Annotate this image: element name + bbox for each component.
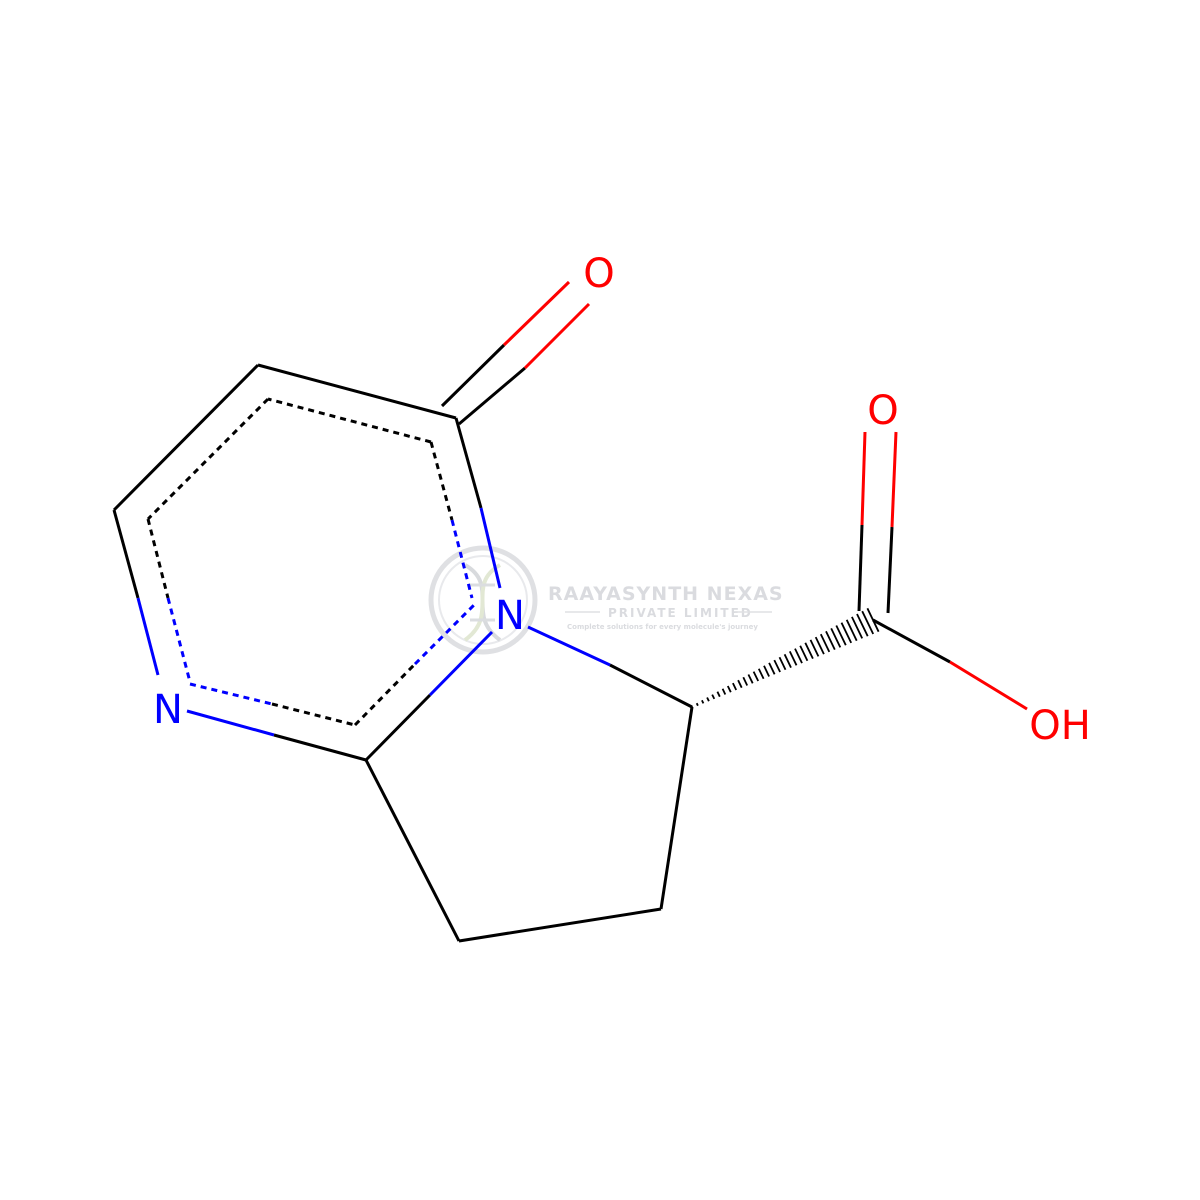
bond-aromatic-inner-4b — [271, 702, 356, 727]
bond-ring-c1-c2 — [257, 363, 457, 420]
bond-cc-c4 — [364, 759, 461, 942]
hashed-wedge-stroke — [809, 639, 820, 657]
atom-label-ring-nitrogen: N — [153, 687, 183, 733]
hashed-wedge-stroke — [721, 688, 727, 695]
bond-aromatic-inner-6a — [429, 441, 454, 521]
hashed-wedge-stroke — [840, 622, 853, 644]
bond-ring-c1-nbridge-b — [479, 507, 502, 589]
hashed-wedge-stroke — [845, 619, 858, 642]
bond-nbridge-ca-a — [527, 625, 611, 667]
hashed-wedge-stroke — [861, 610, 875, 635]
bond-ring-n-c4-b — [273, 733, 367, 762]
bond-aromatic-inner-3b — [166, 597, 192, 683]
hashed-wedge-stroke — [825, 630, 836, 650]
hashed-wedge-stroke — [752, 671, 760, 682]
hashed-wedge-stroke — [866, 607, 880, 633]
hashed-wedge-stroke — [819, 633, 831, 653]
watermark-tagline: Complete solutions for every molecule's … — [567, 623, 758, 631]
bond-ring-c3-n — [112, 509, 140, 599]
hashed-wedge-stroke — [768, 662, 776, 675]
hashed-wedge-stroke — [701, 699, 705, 704]
bond-ketone-2a — [458, 366, 526, 426]
bond-nbridge-ca-b — [609, 663, 693, 709]
atom-label-acid-carbonyl-oxygen: O — [867, 388, 898, 434]
watermark-subtitle: PRIVATE LIMITED — [608, 606, 753, 620]
bond-aromatic-inner-6b — [450, 519, 474, 599]
bond-ring-c2-c3 — [112, 363, 260, 512]
bond-acid-co-1a — [857, 524, 864, 612]
hashed-wedge-stroke — [804, 642, 814, 659]
hashed-wedge-stroke — [747, 674, 754, 684]
hashed-wedge-stroke — [757, 668, 765, 680]
atom-labels: O O OH N N — [153, 251, 1091, 749]
atom-label-hydroxyl: OH — [1029, 703, 1091, 749]
watermark: RAAYASYNTH NEXAS PRIVATE LIMITED Complet… — [428, 545, 784, 655]
bond-aromatic-inner-3a — [146, 518, 170, 599]
bond-aromatic-inner-4a — [189, 682, 273, 706]
watermark-company: RAAYASYNTH NEXAS — [548, 583, 784, 605]
hashed-wedge-stroke — [695, 702, 699, 707]
bond-ring-c1-nbridge-a — [454, 417, 483, 509]
bond-ketone-2b — [523, 302, 591, 370]
bond-acid-c-oh-b — [949, 660, 1028, 711]
hashed-wedge-stroke — [742, 676, 749, 686]
hashed-wedge-stroke — [690, 705, 694, 709]
bonds — [112, 280, 1028, 943]
bond-ring-c4-nbridge-a — [364, 693, 432, 762]
bond-stereo-hashed-wedge — [690, 607, 880, 709]
bond-aromatic-inner-5b — [413, 602, 477, 666]
hashed-wedge-stroke — [732, 682, 738, 691]
bond-ring-c4-nbridge-b — [428, 630, 494, 697]
bond-ring-c3-n-b — [136, 597, 160, 676]
hashed-wedge-stroke — [835, 625, 847, 646]
atom-label-ketone-oxygen: O — [583, 251, 614, 297]
bond-ketone-1a — [440, 343, 506, 408]
bond-cb-cc — [458, 907, 662, 943]
hashed-wedge-stroke — [716, 691, 721, 698]
bond-acid-co-1b — [860, 431, 867, 526]
hashed-wedge-stroke — [763, 665, 770, 677]
hashed-wedge-stroke — [788, 651, 798, 666]
hashed-wedge-stroke — [794, 648, 803, 664]
hashed-wedge-stroke — [830, 628, 842, 648]
hashed-wedge-stroke — [778, 656, 787, 671]
hashed-wedge-stroke — [851, 616, 864, 639]
hashed-wedge-stroke — [773, 659, 781, 673]
hashed-wedge-stroke — [783, 653, 792, 668]
hashed-wedge-stroke — [726, 685, 732, 693]
bond-ring-n-c4-a — [186, 709, 275, 737]
bond-aromatic-inner-5a — [353, 662, 417, 727]
hashed-wedge-stroke — [711, 694, 716, 700]
bond-ca-cb — [659, 706, 694, 910]
bond-ketone-1b — [502, 280, 571, 347]
watermark-logo-icon — [428, 545, 538, 655]
bond-acid-co-2a — [886, 526, 894, 614]
hashed-wedge-stroke — [706, 697, 710, 702]
hashed-wedge-stroke — [737, 679, 743, 689]
atom-label-bridgehead-nitrogen: N — [495, 593, 525, 639]
bond-acid-c-oh-a — [872, 618, 951, 664]
hashed-wedge-stroke — [856, 613, 869, 637]
hashed-wedge-stroke — [814, 636, 825, 655]
hashed-wedge-stroke — [799, 645, 809, 662]
bond-acid-co-2b — [890, 431, 898, 528]
